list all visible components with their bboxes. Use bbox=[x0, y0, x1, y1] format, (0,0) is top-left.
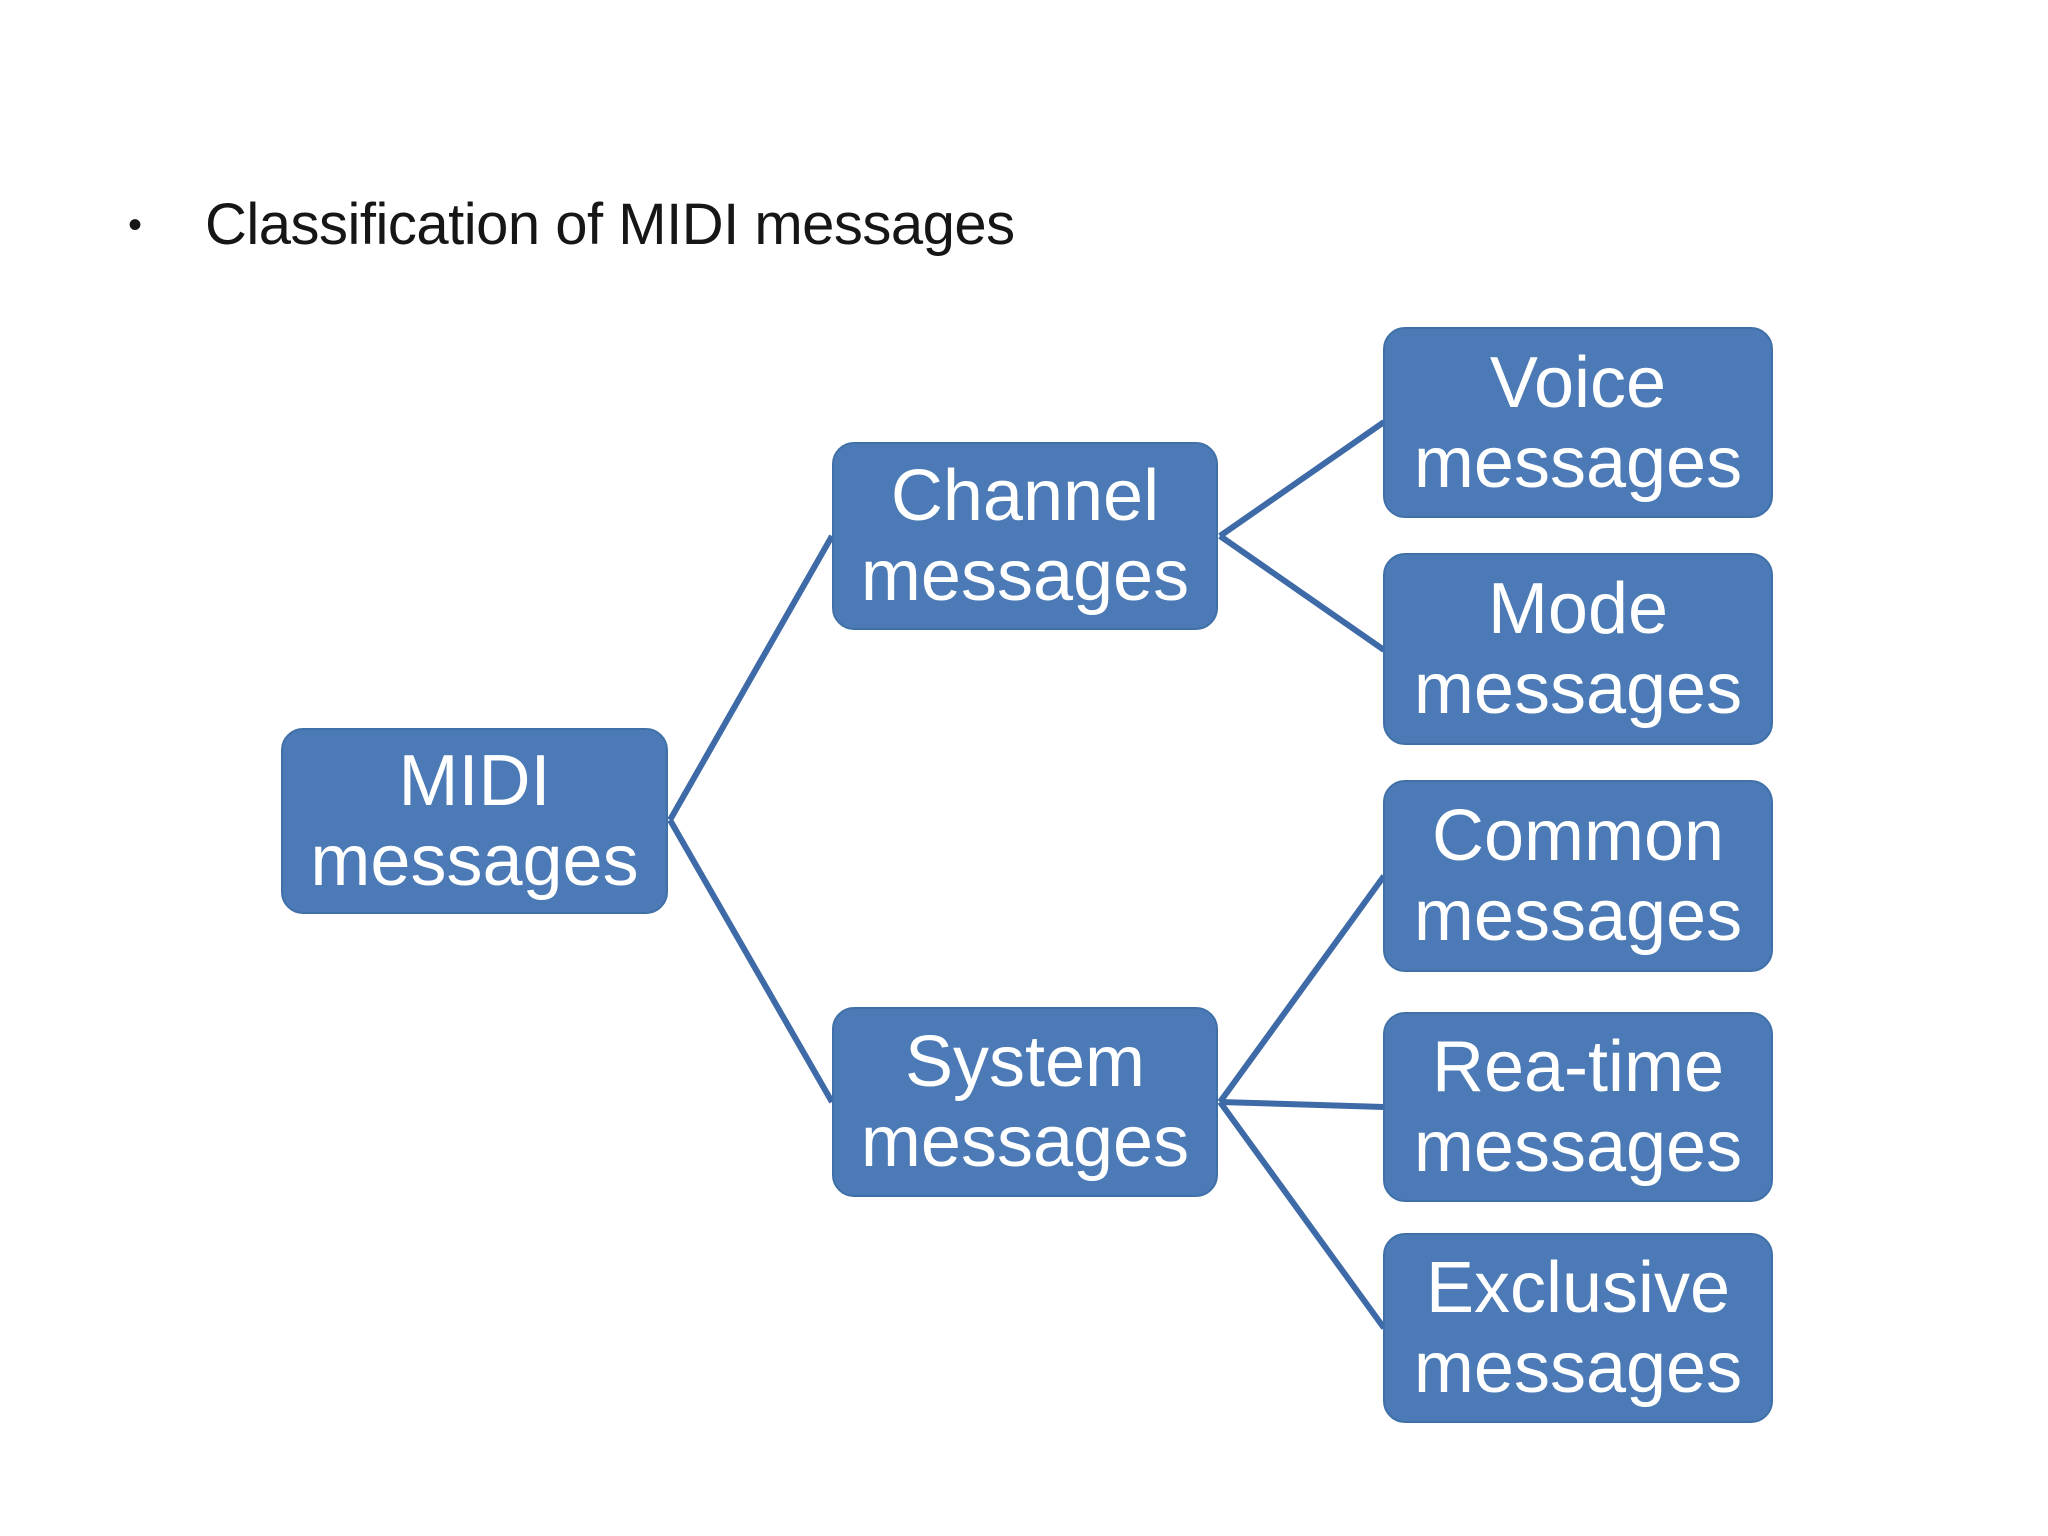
bullet-icon: • bbox=[128, 203, 143, 247]
node-label-line: messages bbox=[1413, 876, 1743, 956]
node-label-line: messages bbox=[1413, 649, 1743, 729]
node-label-line: Exclusive bbox=[1425, 1248, 1731, 1328]
connector-system-realtime bbox=[1219, 1099, 1385, 1110]
connector-system-common bbox=[1217, 874, 1387, 1104]
node-label-line: messages bbox=[310, 821, 639, 901]
node-label-line: Common bbox=[1431, 796, 1725, 876]
node-label-line: Rea-time bbox=[1431, 1027, 1725, 1107]
slide-title-row: • Classification of MIDI messages bbox=[128, 190, 1015, 260]
node-label-line: messages bbox=[860, 536, 1190, 616]
node-label-line: MIDI bbox=[398, 741, 551, 821]
node-label-line: messages bbox=[1413, 1107, 1743, 1187]
connector-midi-system bbox=[667, 818, 835, 1104]
node-mode-messages: Mode messages bbox=[1383, 553, 1773, 745]
node-realtime-messages: Rea-time messages bbox=[1383, 1012, 1773, 1202]
node-system-messages: System messages bbox=[832, 1007, 1218, 1197]
node-channel-messages: Channel messages bbox=[832, 442, 1218, 630]
node-label-line: messages bbox=[860, 1102, 1190, 1182]
node-voice-messages: Voice messages bbox=[1383, 327, 1773, 518]
page-title: Classification of MIDI messages bbox=[205, 192, 1015, 257]
node-midi-messages: MIDI messages bbox=[281, 728, 668, 914]
connector-system-exclusive bbox=[1217, 1100, 1387, 1330]
node-label-line: Channel bbox=[890, 456, 1160, 536]
node-label-line: Voice bbox=[1489, 342, 1667, 423]
node-common-messages: Common messages bbox=[1383, 780, 1773, 972]
connector-channel-mode bbox=[1218, 533, 1386, 653]
node-label-line: Mode bbox=[1487, 569, 1669, 649]
connector-channel-voice bbox=[1218, 419, 1386, 539]
node-label-line: System bbox=[904, 1022, 1146, 1102]
connector-midi-channel bbox=[667, 534, 835, 822]
node-label-line: messages bbox=[1413, 422, 1743, 503]
node-exclusive-messages: Exclusive messages bbox=[1383, 1233, 1773, 1423]
node-label-line: messages bbox=[1413, 1328, 1743, 1408]
